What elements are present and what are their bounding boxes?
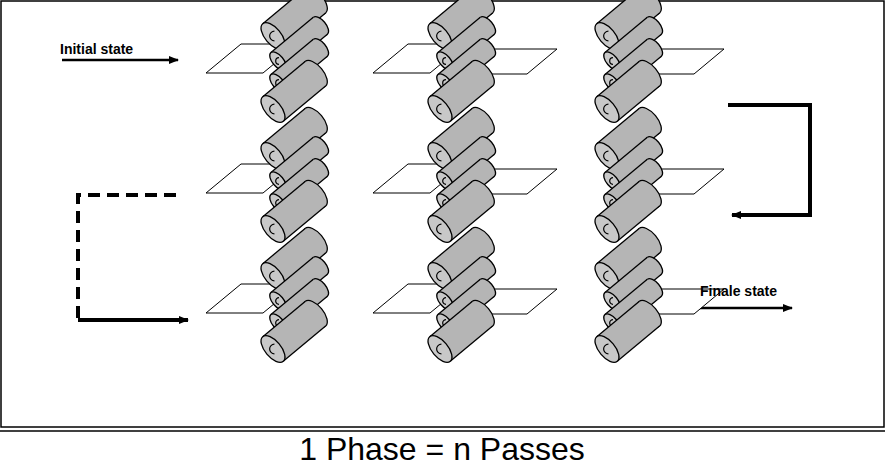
roll-axle	[270, 31, 275, 41]
roll-axle	[270, 344, 275, 354]
divider	[0, 430, 885, 432]
final-arrow	[700, 307, 792, 310]
roll-axle	[437, 104, 442, 114]
roll-edge	[283, 326, 325, 361]
repeat-bracket	[78, 195, 176, 320]
roll-axle	[270, 151, 275, 161]
roll-axle	[604, 104, 609, 114]
roll-face	[424, 92, 457, 127]
roll-axle	[604, 151, 609, 161]
roll-axle	[604, 271, 609, 281]
roll-edge	[263, 301, 305, 336]
roll-edge	[430, 108, 472, 143]
roll-axle	[604, 224, 609, 234]
roll-edge	[597, 0, 639, 24]
roll-edge	[430, 301, 472, 336]
return-arrow	[732, 213, 740, 217]
roll-edge	[430, 61, 472, 96]
roll-edge	[597, 228, 639, 263]
roll-edge	[430, 181, 472, 216]
roll-edge	[597, 181, 639, 216]
roll-axle	[276, 178, 279, 185]
roll-axle	[604, 344, 609, 354]
roll-edge	[430, 228, 472, 263]
roll-axle	[270, 104, 275, 114]
state-label: Initial state	[60, 42, 133, 56]
roll-edge	[263, 228, 305, 263]
return-bracket	[728, 105, 810, 215]
roll-edge	[263, 61, 305, 96]
roll-edge	[597, 108, 639, 143]
roll-edge	[617, 326, 659, 361]
roll-edge	[263, 181, 305, 216]
initial-arrow	[62, 59, 178, 62]
roll-face	[591, 92, 624, 127]
roll-edge	[430, 0, 472, 24]
state-label: Finale state	[700, 284, 777, 298]
roll-axle	[610, 58, 613, 65]
roll-axle	[443, 178, 446, 185]
roll-face	[591, 332, 624, 367]
roll-face	[424, 332, 457, 367]
repeat-arrow	[78, 318, 188, 322]
roll-axle	[437, 31, 442, 41]
roll-face	[424, 212, 457, 247]
roll-face	[257, 92, 290, 127]
roll-edge	[263, 0, 305, 24]
roll-face	[257, 212, 290, 247]
roll-axle	[270, 224, 275, 234]
roll-axle	[610, 298, 613, 305]
roll-edge	[597, 61, 639, 96]
roll-axle	[610, 178, 613, 185]
roll-edge	[450, 326, 492, 361]
phase-caption: 1 Phase = n Passes	[299, 433, 585, 465]
roll-axle	[443, 58, 446, 65]
roll-axle	[437, 344, 442, 354]
frame	[1, 1, 884, 427]
roll-axle	[437, 271, 442, 281]
roll-stands	[206, 0, 724, 366]
roll-axle	[443, 298, 446, 305]
roll-face	[257, 332, 290, 367]
roll-axle	[437, 224, 442, 234]
roll-edge	[263, 108, 305, 143]
roll-axle	[276, 298, 279, 305]
roll-face	[591, 212, 624, 247]
roll-edge	[597, 301, 639, 336]
roll-axle	[437, 151, 442, 161]
roll-axle	[270, 271, 275, 281]
roll-axle	[276, 58, 279, 65]
roll-axle	[604, 31, 609, 41]
